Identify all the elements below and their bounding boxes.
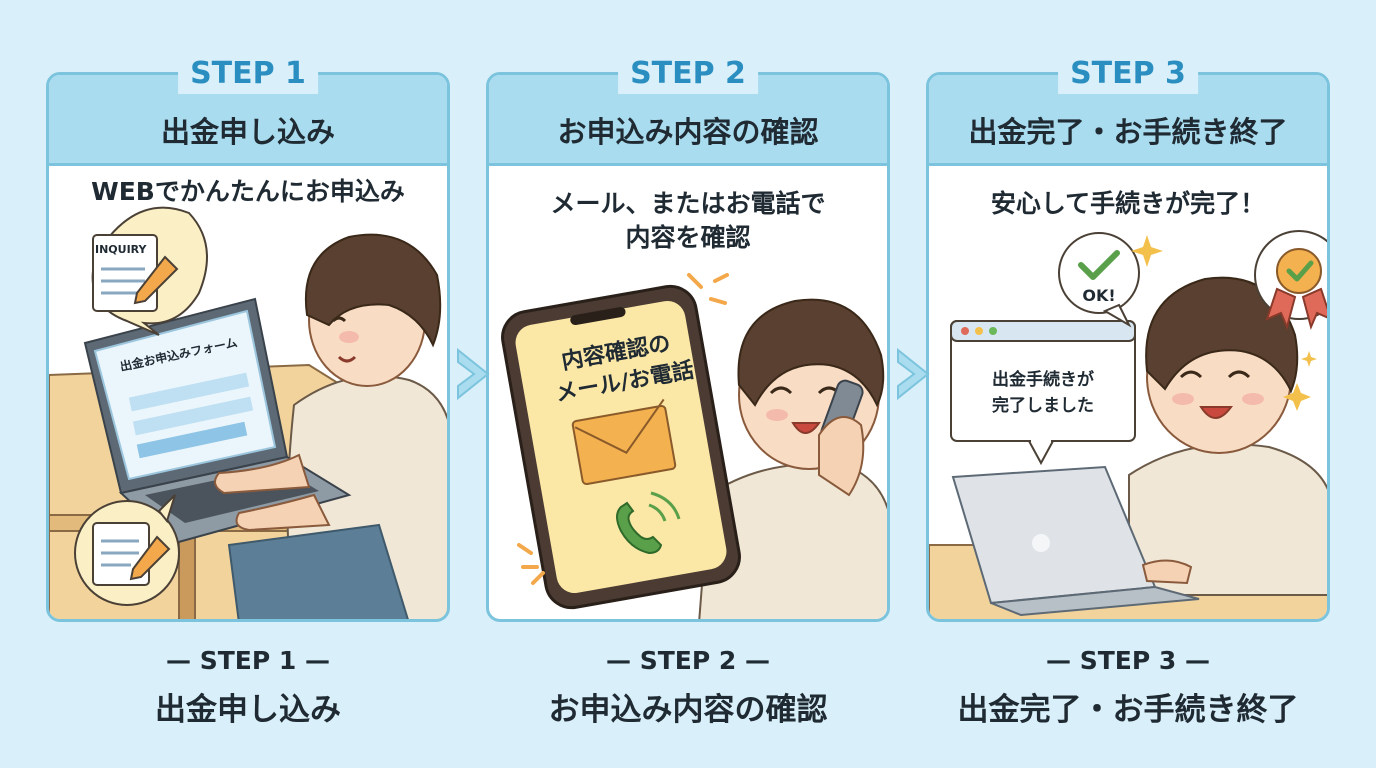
window-text-line2: 完了しました — [992, 395, 1094, 416]
checkmark-icon — [1058, 232, 1140, 328]
step3-description: 安心して手続きが完了！ — [990, 189, 1266, 218]
rosette-badge-icon — [1254, 230, 1327, 331]
sparkle-icon — [1131, 235, 1317, 411]
step2-label: STEP 2 — [618, 54, 758, 94]
browser-window — [950, 320, 1136, 466]
step1-title: 出金申し込み — [160, 115, 335, 149]
step1-bottom-label: — STEP 1 — — [166, 646, 330, 675]
step2-panel: お申込み内容の確認 メール、またはお電話で 内容を確認 — [486, 72, 890, 622]
step3-illustration — [929, 230, 1327, 619]
step1-illustration — [49, 206, 447, 619]
laptop-screen — [83, 297, 289, 495]
laptop — [951, 465, 1200, 617]
window-text-line1: 出金手続きが — [992, 369, 1094, 390]
chevron-right-icon — [897, 347, 930, 401]
screen-form-title: 出金お申込みフォーム — [119, 334, 239, 374]
sparkle-icon — [517, 273, 729, 585]
ok-label: OK! — [1082, 286, 1115, 305]
step3-panel: 出金完了・お手続き終了 安心して手続きが完了！ — [926, 72, 1330, 622]
window-maximize-dot — [989, 327, 997, 335]
step2-illustration — [501, 273, 887, 619]
window-minimize-dot — [975, 327, 983, 335]
step3-bottom-label: — STEP 3 — — [1046, 646, 1210, 675]
step3-title: 出金完了・お手続き終了 — [968, 115, 1288, 149]
chevron-right-icon — [457, 347, 490, 401]
step3-label: STEP 3 — [1058, 54, 1198, 94]
step3-bottom-title: 出金完了・お手続き終了 — [957, 692, 1299, 728]
document-tag: INQUIRY — [95, 243, 148, 256]
document-pencil-icon — [74, 494, 180, 606]
step2-bottom-label: — STEP 2 — — [606, 646, 770, 675]
window-close-dot — [961, 327, 969, 335]
step2-description-line1: メール、またはお電話で — [550, 189, 826, 218]
document-pencil-icon — [91, 206, 208, 336]
step1-label: STEP 1 — [178, 54, 318, 94]
step2-bottom-title: お申込み内容の確認 — [548, 692, 828, 728]
step2-description-line2: 内容を確認 — [625, 223, 751, 252]
step2-title: お申込み内容の確認 — [557, 115, 819, 149]
phone-handset-icon — [616, 491, 681, 555]
step1-description: WEBでかんたんにお申込み — [91, 177, 405, 206]
step1-bottom-title: 出金申し込み — [155, 692, 341, 728]
step1-panel: 出金申し込み WEBでかんたんにお申込み — [46, 72, 450, 622]
envelope-icon — [571, 398, 677, 486]
